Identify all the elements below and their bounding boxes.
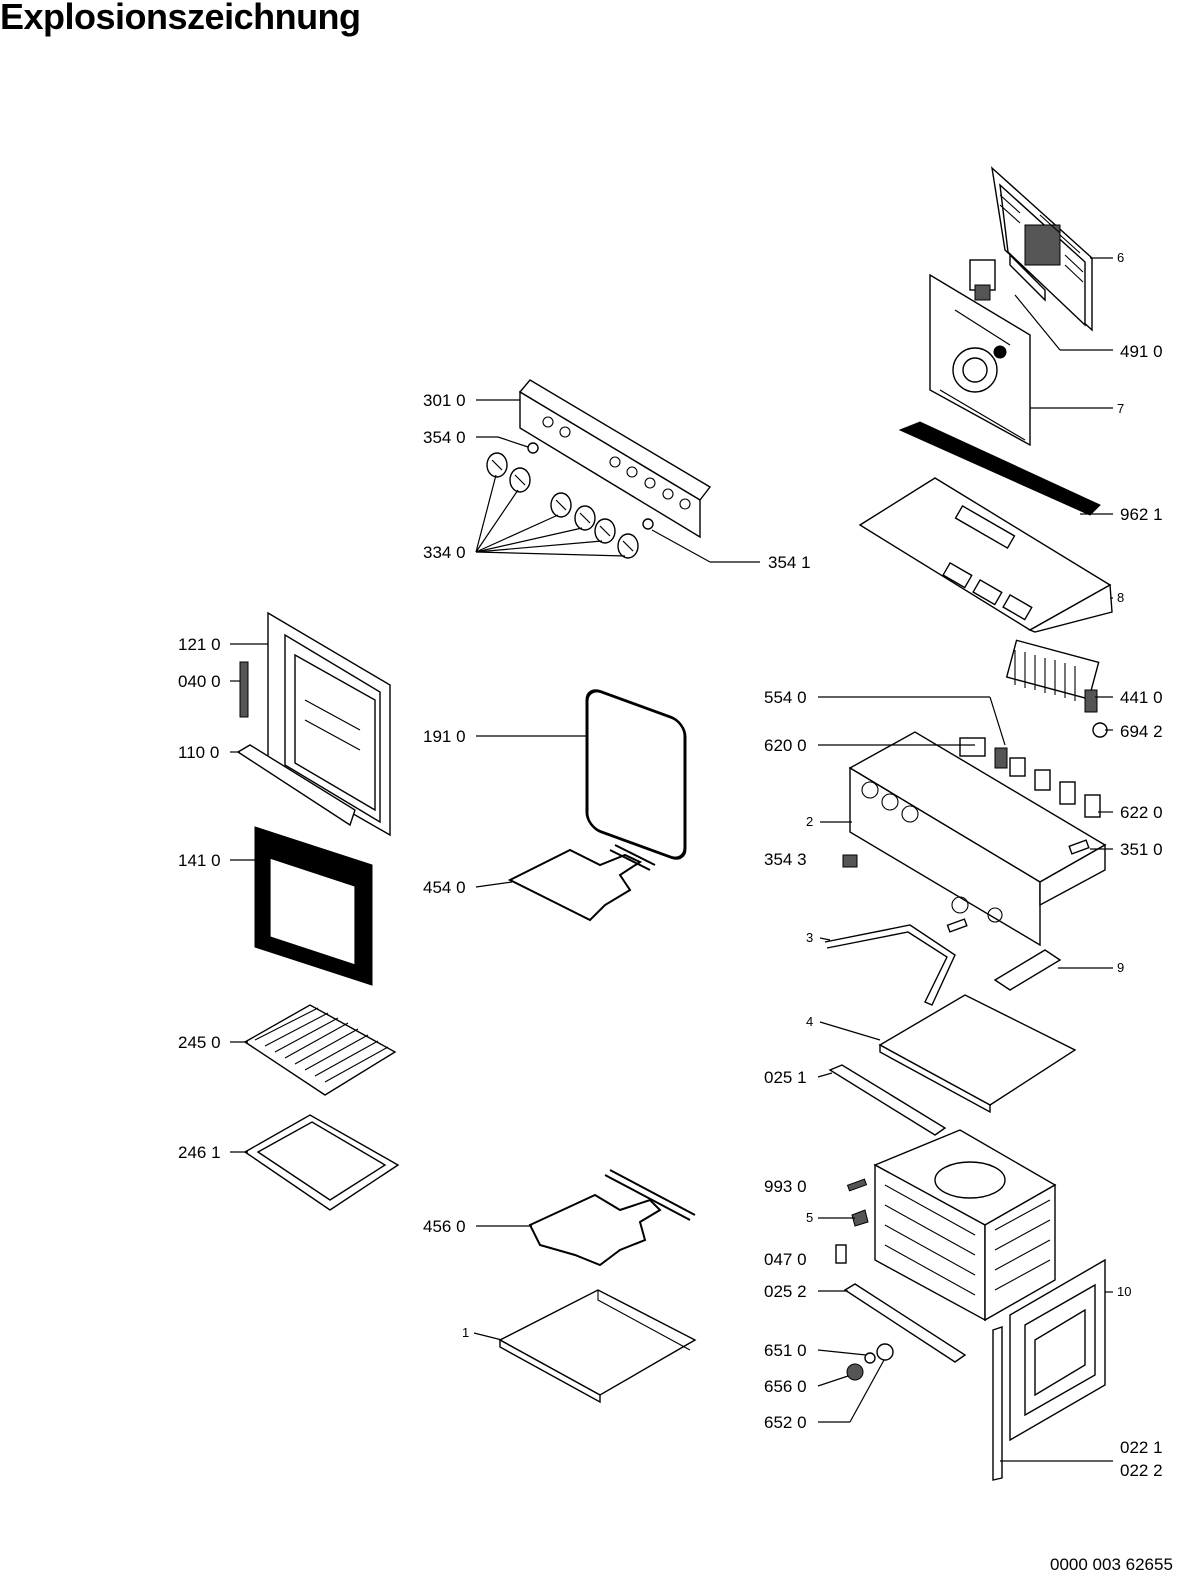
bottom-cover-1: [498, 1289, 697, 1404]
channel-9: [993, 949, 1062, 991]
label-3: 3: [806, 930, 813, 945]
label-622-0: 622 0: [1120, 803, 1163, 822]
label-354-1: 354 1: [768, 553, 811, 572]
insulation-strip-962-1: [898, 421, 1101, 516]
label-354-3: 354 3: [764, 850, 807, 869]
oven-cavity: [873, 1129, 1057, 1322]
document-id: 0000 003 62655: [1050, 1555, 1173, 1574]
label-8: 8: [1117, 590, 1124, 605]
label-301-0: 301 0: [423, 391, 466, 410]
part-labels: 6 491 0 7 962 1 8 441 0 694 2 554 0 620 …: [178, 250, 1163, 1480]
base-plate-4: [878, 994, 1077, 1114]
label-6: 6: [1117, 250, 1124, 265]
rail-025-2: [843, 1283, 967, 1363]
door-seal-191-0: [585, 689, 687, 860]
label-620-0: 620 0: [764, 736, 807, 755]
label-651-0: 651 0: [764, 1341, 807, 1360]
leader-lines: [230, 257, 1113, 1462]
label-456-0: 456 0: [423, 1217, 466, 1236]
label-354-0: 354 0: [423, 428, 466, 447]
label-047-0: 047 0: [764, 1250, 807, 1269]
label-110-0: 110 0: [178, 743, 219, 762]
label-441-0: 441 0: [1120, 688, 1163, 707]
baking-tray-246-1: [243, 1114, 400, 1211]
grid-shelf-245-0: [243, 1004, 397, 1096]
part-354-3: [842, 854, 858, 868]
label-993-0: 993 0: [764, 1177, 807, 1196]
hinge-040-0: [239, 661, 249, 718]
label-245-0: 245 0: [178, 1033, 221, 1052]
bolt-bottom: [946, 918, 968, 933]
mounting-plate-7: [929, 273, 1031, 447]
label-022-2: 022 2: [1120, 1461, 1163, 1480]
heating-element-454-0: [507, 844, 656, 922]
label-962-1: 962 1: [1120, 505, 1163, 524]
diagram-title: Explosionszeichnung: [0, 0, 361, 37]
part-047-0: [835, 1244, 847, 1264]
side-panel-10: [1009, 1258, 1106, 1442]
label-121-0: 121 0: [178, 635, 221, 654]
label-554-0: 554 0: [764, 688, 807, 707]
label-246-1: 246 1: [178, 1143, 221, 1162]
label-7: 7: [1117, 401, 1124, 416]
knobs-334-0: [486, 452, 639, 559]
label-2: 2: [806, 814, 813, 829]
indicator-354-1: [642, 518, 654, 530]
label-351-0: 351 0: [1120, 840, 1163, 859]
latch-5: [851, 1209, 869, 1227]
label-141-0: 141 0: [178, 851, 221, 870]
label-5: 5: [806, 1210, 813, 1225]
label-4: 4: [806, 1014, 813, 1029]
transformer-491-0: [969, 259, 996, 301]
top-cover-8: [858, 477, 1113, 633]
label-040-0: 040 0: [178, 672, 221, 691]
heating-element-456-0: [528, 1169, 696, 1267]
rail-025-1: [828, 1064, 947, 1136]
label-191-0: 191 0: [423, 727, 466, 746]
part-652-0: [876, 1343, 894, 1361]
control-housing-2: [848, 731, 1107, 947]
tangential-fan-441-0: [1005, 639, 1108, 738]
part-651-0: [864, 1352, 876, 1364]
control-panel-301-0: [518, 379, 712, 539]
label-025-2: 025 2: [764, 1282, 807, 1301]
label-025-1: 025 1: [764, 1068, 807, 1087]
label-334-0: 334 0: [423, 543, 466, 562]
label-652-0: 652 0: [764, 1413, 807, 1432]
handle-110-0: [236, 744, 356, 827]
label-454-0: 454 0: [423, 878, 466, 897]
label-1: 1: [462, 1325, 469, 1340]
label-10: 10: [1117, 1284, 1131, 1299]
label-656-0: 656 0: [764, 1377, 807, 1396]
label-491-0: 491 0: [1120, 342, 1163, 361]
door-glass-141-0: [254, 826, 373, 986]
label-9: 9: [1117, 960, 1124, 975]
back-panel-6: [990, 166, 1093, 332]
part-656-0: [846, 1363, 864, 1381]
label-694-2: 694 2: [1120, 722, 1163, 741]
part-351-0: [1068, 839, 1090, 855]
label-022-1: 022 1: [1120, 1438, 1163, 1457]
indicator-354-0: [527, 442, 539, 454]
side-rail-022: [992, 1326, 1003, 1481]
bracket-3: [824, 924, 956, 1006]
screw-993-0: [846, 1178, 868, 1192]
